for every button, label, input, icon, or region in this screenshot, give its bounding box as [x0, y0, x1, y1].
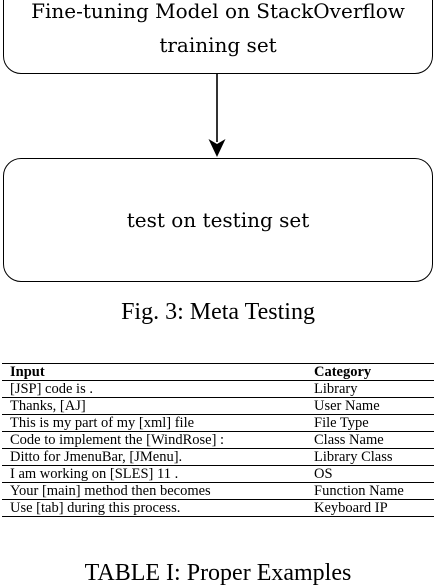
table-cell-category: File Type [306, 414, 434, 432]
table-cell-input: [JSP] code is . [2, 380, 306, 398]
table-cell-category: OS [306, 465, 434, 483]
table-header-row: Input Category [2, 363, 434, 381]
flowchart-box-fine-tuning: Fine-tuning Model on StackOverflow train… [3, 0, 433, 74]
flowchart-box-testing: test on testing set [3, 158, 433, 282]
table-cell-category: Function Name [306, 482, 434, 500]
table-cell-input: Code to implement the [WindRose] : [2, 431, 306, 449]
table-cell-category: Class Name [306, 431, 434, 449]
table-cell-category: Library Class [306, 448, 434, 466]
flowchart-box-text-line-1: Fine-tuning Model on StackOverflow [31, 0, 405, 23]
table-row: Code to implement the [WindRose] : Class… [2, 431, 434, 449]
table-cell-category: User Name [306, 397, 434, 415]
figure-caption: Fig. 3: Meta Testing [121, 299, 315, 325]
table-cell-input: This is my part of my [xml] file [2, 414, 306, 432]
table-cell-input: I am working on [SLES] 11 . [2, 465, 306, 483]
table-header-category: Category [306, 363, 434, 381]
flowchart-box-text-line-2: training set [159, 33, 277, 57]
table-row: Your [main] method then becomes Function… [2, 482, 434, 500]
table-cell-input: Ditto for JmenuBar, [JMenu]. [2, 448, 306, 466]
table-row: I am working on [SLES] 11 . OS [2, 465, 434, 483]
table-row: Ditto for JmenuBar, [JMenu]. Library Cla… [2, 448, 434, 466]
table-cell-category: Library [306, 380, 434, 398]
table-cell-input: Use [tab] during this process. [2, 499, 306, 517]
table-cell-input: Thanks, [AJ] [2, 397, 306, 415]
flowchart-box-text: test on testing set [126, 208, 310, 232]
table-row: Use [tab] during this process. Keyboard … [2, 499, 434, 517]
examples-table: Input Category [JSP] code is . Library T… [2, 363, 434, 517]
table-row: Thanks, [AJ] User Name [2, 397, 434, 415]
table-row: This is my part of my [xml] file File Ty… [2, 414, 434, 432]
table-header-input: Input [2, 363, 306, 381]
table-cell-category: Keyboard IP [306, 499, 434, 517]
table-cell-input: Your [main] method then becomes [2, 482, 306, 500]
table-row: [JSP] code is . Library [2, 380, 434, 398]
